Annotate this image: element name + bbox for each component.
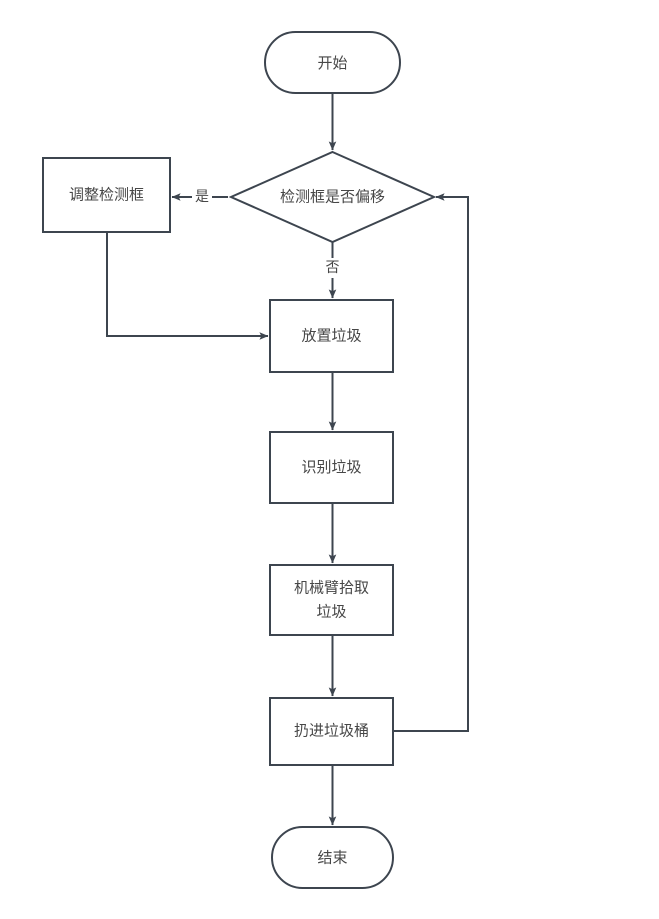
node-pick-label-line2: 垃圾 [316,603,346,621]
node-start-label: 开始 [317,54,347,72]
node-place-shape [269,299,394,373]
node-decision[interactable]: 检测框是否偏移 [228,150,437,244]
node-pick-shape [269,564,394,636]
edge-throw-to-decision [392,193,469,732]
node-end[interactable]: 结束 [271,826,394,889]
node-adjust-shape [42,157,171,233]
node-end-shape [271,826,394,889]
node-place-label: 放置垃圾 [301,327,361,345]
node-start[interactable]: 开始 [264,31,401,94]
node-recognize[interactable]: 识别垃圾 [269,431,394,504]
node-decision-label: 检测框是否偏移 [280,188,385,206]
node-end-label: 结束 [317,849,347,867]
edge-label-no: 否 [326,260,340,276]
node-decision-shape [228,150,437,244]
node-start-shape [264,31,401,94]
node-throw[interactable]: 扔进垃圾桶 [269,697,394,766]
edge-label-yes: 是 [195,189,209,205]
node-throw-shape [269,697,394,766]
edge-adjust-to-place [106,232,269,340]
node-recognize-label: 识别垃圾 [301,458,361,476]
node-adjust-label: 调整检测框 [69,186,144,204]
node-pick[interactable]: 机械臂拾取 垃圾 [269,564,394,636]
edge-label-yes-backdrop [192,187,212,207]
node-recognize-shape [269,431,394,504]
node-throw-label: 扔进垃圾桶 [294,722,369,740]
node-adjust[interactable]: 调整检测框 [42,157,171,233]
edge-label-no-backdrop [322,258,343,278]
node-place[interactable]: 放置垃圾 [269,299,394,373]
node-pick-label-line1: 机械臂拾取 [294,579,369,597]
